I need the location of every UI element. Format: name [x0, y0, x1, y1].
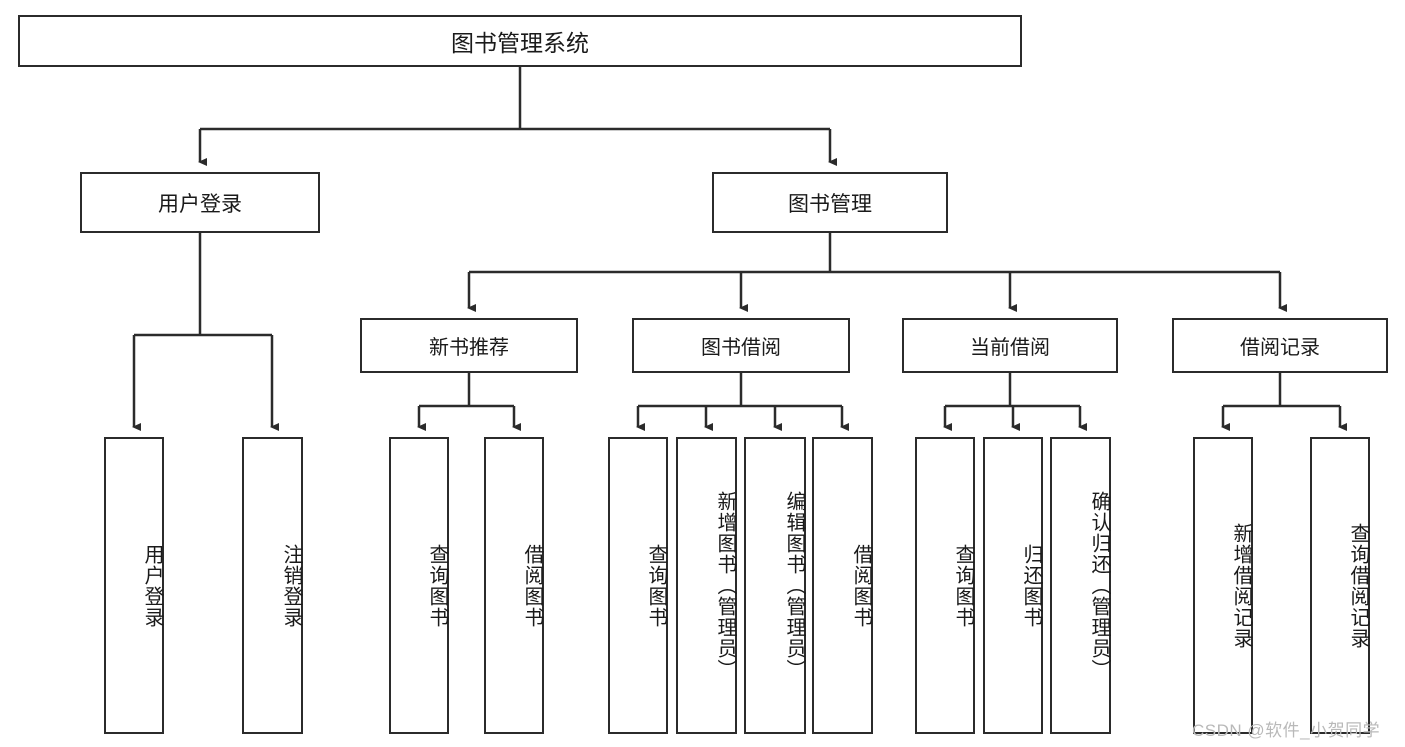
node-label: 图书管理 — [788, 192, 872, 216]
node-label: 当前借阅 — [970, 337, 1050, 359]
node-label: 新增图书（管理员） — [714, 491, 736, 680]
node-label: 查询图书 — [426, 543, 448, 628]
leaf-query-book-2[interactable]: 查询图书 — [608, 437, 668, 734]
node-book-manage[interactable]: 图书管理 — [712, 172, 948, 233]
node-root-system[interactable]: 图书管理系统 — [18, 15, 1022, 67]
leaf-user-logout[interactable]: 注销登录 — [242, 437, 303, 734]
leaf-edit-book[interactable]: 编辑图书（管理员） — [744, 437, 806, 734]
node-user-login[interactable]: 用户登录 — [80, 172, 320, 233]
leaf-query-book-3[interactable]: 查询图书 — [915, 437, 975, 734]
node-label: 图书管理系统 — [451, 30, 589, 56]
leaf-return-book[interactable]: 归还图书 — [983, 437, 1043, 734]
leaf-add-record[interactable]: 新增借阅记录 — [1193, 437, 1253, 734]
leaf-add-book[interactable]: 新增图书（管理员） — [676, 437, 737, 734]
node-label: 查询图书 — [645, 543, 667, 628]
node-label: 借阅记录 — [1240, 337, 1320, 359]
node-label: 注销登录 — [280, 543, 302, 628]
leaf-confirm-return[interactable]: 确认归还（管理员） — [1050, 437, 1111, 734]
node-label: 用户登录 — [158, 192, 242, 216]
node-label: 归还图书 — [1020, 543, 1042, 628]
leaf-borrow-book-1[interactable]: 借阅图书 — [484, 437, 544, 734]
node-label: 借阅图书 — [850, 543, 872, 628]
node-label: 新书推荐 — [429, 337, 509, 359]
leaf-query-book-1[interactable]: 查询图书 — [389, 437, 449, 734]
leaf-query-record[interactable]: 查询借阅记录 — [1310, 437, 1370, 734]
node-current-borrow[interactable]: 当前借阅 — [902, 318, 1118, 373]
node-borrow-record[interactable]: 借阅记录 — [1172, 318, 1388, 373]
node-new-book-recommend[interactable]: 新书推荐 — [360, 318, 578, 373]
watermark-text: CSDN @软件_小贺同学 — [1192, 721, 1381, 740]
node-label: 确认归还（管理员） — [1088, 491, 1110, 680]
node-label: 编辑图书（管理员） — [783, 491, 805, 680]
node-label: 用户登录 — [141, 543, 163, 628]
node-label: 图书借阅 — [701, 337, 781, 359]
node-label: 新增借阅记录 — [1230, 522, 1252, 649]
node-label: 查询图书 — [952, 543, 974, 628]
leaf-borrow-book-2[interactable]: 借阅图书 — [812, 437, 873, 734]
node-label: 查询借阅记录 — [1347, 522, 1369, 649]
node-label: 借阅图书 — [521, 543, 543, 628]
leaf-user-login[interactable]: 用户登录 — [104, 437, 164, 734]
node-book-borrow[interactable]: 图书借阅 — [632, 318, 850, 373]
